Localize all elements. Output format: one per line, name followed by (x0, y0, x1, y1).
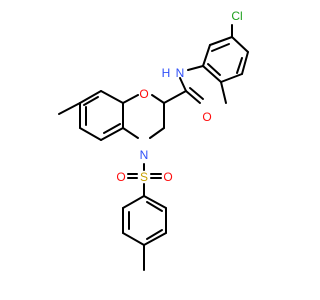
bond (241, 51, 249, 75)
bond (122, 232, 145, 246)
amide-hydrogen-label: H (162, 66, 171, 80)
sulfonyl-oxygen-right-label: O (163, 170, 172, 184)
bond (220, 73, 243, 83)
atom-labels: Cl N H O O N S O O (116, 9, 242, 184)
bond (149, 127, 165, 139)
bond (179, 77, 187, 92)
bond (146, 201, 163, 212)
bond (143, 195, 167, 209)
ring-nitrogen-label: N (140, 148, 149, 162)
bond (220, 81, 227, 104)
bond (231, 36, 249, 53)
bond (79, 90, 102, 104)
bond (185, 90, 201, 104)
carbonyl-oxygen-label: O (202, 110, 211, 124)
bond (122, 94, 139, 104)
bond (202, 65, 222, 83)
sulfonyl-oxygen-left-label: O (116, 170, 125, 184)
bond (79, 127, 102, 141)
bond (103, 123, 121, 134)
sulfur-label: S (140, 170, 148, 184)
bond (207, 63, 221, 76)
bond (143, 232, 167, 246)
bonds (58, 24, 249, 271)
bond (189, 87, 204, 100)
bond (236, 57, 243, 74)
amide-nitrogen-label: N (176, 66, 185, 80)
bond (187, 65, 204, 71)
bond (146, 229, 163, 240)
bond (211, 43, 230, 52)
bond (122, 195, 145, 209)
bond (151, 94, 165, 104)
bond (83, 96, 99, 106)
bond (100, 90, 124, 104)
bond (163, 90, 187, 104)
bond (202, 44, 211, 67)
bond (209, 36, 233, 46)
chlorine-label: Cl (231, 9, 242, 23)
ring-oxygen-label: O (139, 87, 148, 101)
chemical-structure-diagram: Cl N H O O N S O O (58, 9, 249, 271)
bond (100, 127, 124, 141)
bond (122, 127, 139, 139)
bond (58, 102, 81, 115)
